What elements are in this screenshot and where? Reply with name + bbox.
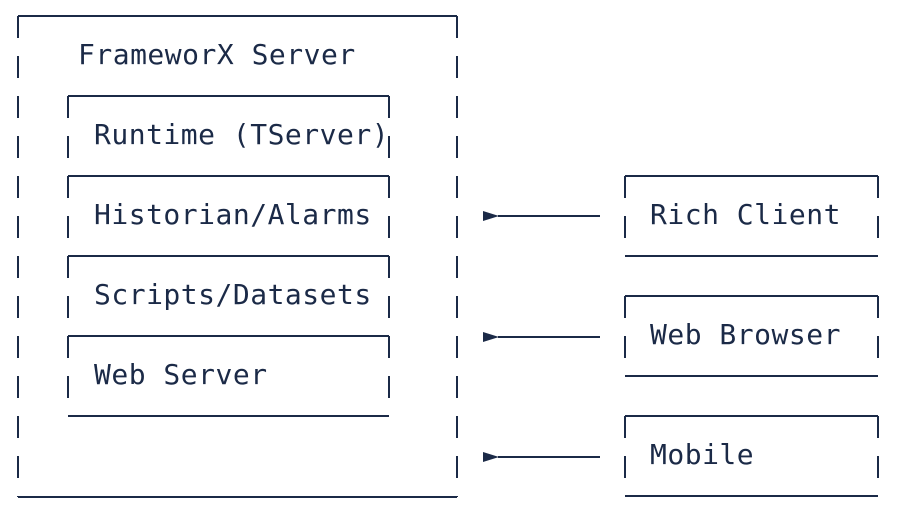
client-box-mobile [624,415,879,497]
client-mobile: Mobile [650,438,755,471]
layer-web-server: Web Server [94,358,268,391]
client-box-web-browser [624,295,879,377]
layer-scripts-datasets: Scripts/Datasets [94,278,372,311]
layer-historian-alarms: Historian/Alarms [94,198,372,231]
client-rich-client: Rich Client [650,198,841,231]
server-box [17,15,458,498]
layer-stack [67,95,390,417]
layer-runtime: Runtime (TServer) [94,118,390,151]
client-box-rich-client [624,175,879,257]
client-web-browser: Web Browser [650,318,841,351]
server-title: FrameworX Server [78,38,356,71]
